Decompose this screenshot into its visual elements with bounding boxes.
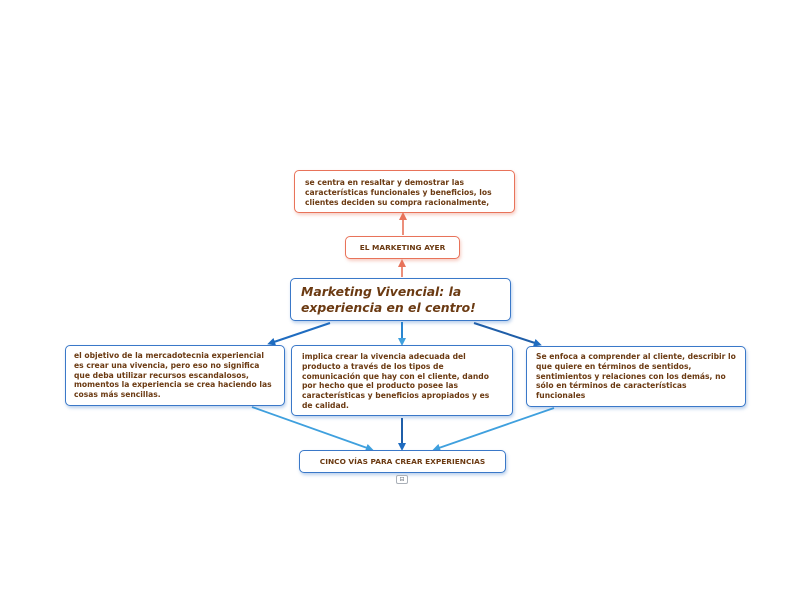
cinco-vias-label: CINCO VÍAS PARA CREAR EXPERIENCIAS xyxy=(319,457,486,466)
cinco-vias-topic[interactable]: CINCO VÍAS PARA CREAR EXPERIENCIAS xyxy=(299,450,506,473)
right-note-text: Se enfoca a comprender al cliente, descr… xyxy=(536,352,736,401)
right-note-topic[interactable]: Se enfoca a comprender al cliente, descr… xyxy=(526,346,746,407)
central-topic-title: Marketing Vivencial: la experiencia en e… xyxy=(301,284,476,315)
collapse-toggle-icon[interactable]: ⊟ xyxy=(396,475,408,484)
left-note-topic[interactable]: el objetivo de la mercadotecnia experien… xyxy=(65,345,285,406)
link-left-note-to-cinco-vias xyxy=(251,406,374,452)
link-right-note-to-cinco-vias xyxy=(432,407,555,452)
link-center-to-left-note xyxy=(267,322,331,346)
marketing-ayer-topic[interactable]: EL MARKETING AYER xyxy=(345,236,460,259)
central-topic[interactable]: Marketing Vivencial: la experiencia en e… xyxy=(290,278,511,321)
link-center-to-right-note xyxy=(473,322,542,347)
middle-note-text: implica crear la vivencia adecuada del p… xyxy=(302,352,490,410)
middle-note-topic[interactable]: implica crear la vivencia adecuada del p… xyxy=(291,345,513,416)
top-note-text: se centra en resaltar y demostrar las ca… xyxy=(305,178,492,207)
left-note-text: el objetivo de la mercadotecnia experien… xyxy=(74,351,272,400)
top-note-topic[interactable]: se centra en resaltar y demostrar las ca… xyxy=(294,170,515,213)
marketing-ayer-label: EL MARKETING AYER xyxy=(359,243,446,252)
